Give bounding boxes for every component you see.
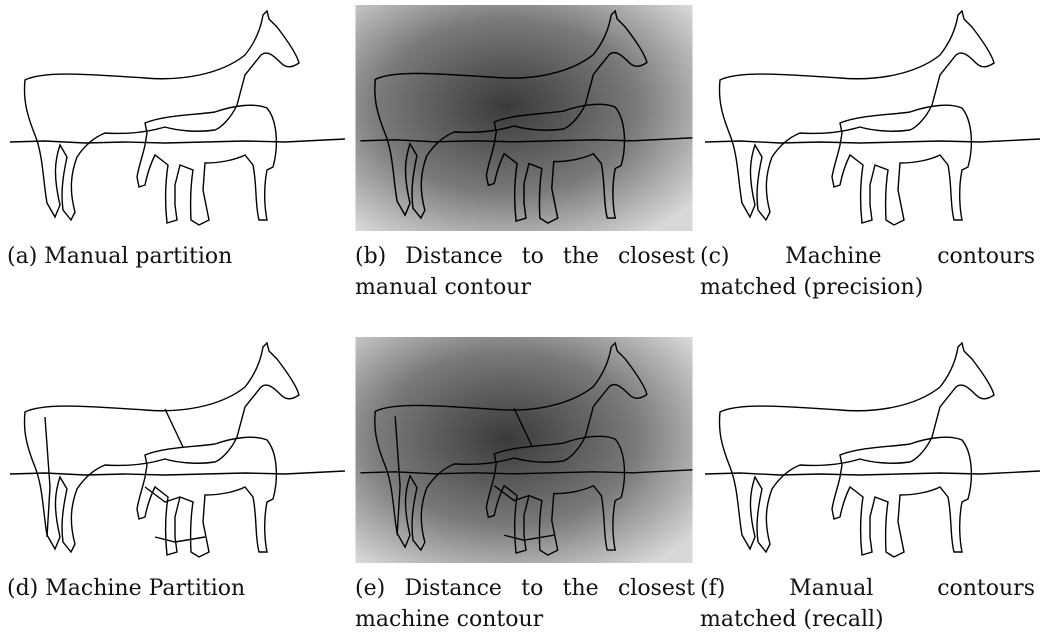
caption-line: (e) Distance to the closest — [355, 573, 695, 604]
distance-map-machine-image — [355, 337, 695, 565]
caption-f: (f) Manual contours matched (recall) — [700, 573, 1035, 635]
caption-line: manual contour — [355, 272, 695, 303]
panel-a: (a) Manual partition — [5, 5, 345, 305]
caption-line: (f) Manual contours — [700, 573, 1035, 604]
caption-line: machine contour — [355, 604, 695, 635]
panel-e: (e) Distance to the closest machine cont… — [355, 337, 695, 637]
caption-e: (e) Distance to the closest machine cont… — [355, 573, 695, 635]
machine-contours-image — [5, 337, 345, 565]
panel-f: (f) Manual contours matched (recall) — [700, 337, 1040, 637]
manual-contours-image — [5, 5, 345, 233]
caption-line: matched (precision) — [700, 272, 1035, 303]
caption-c: (c) Machine contours matched (precision) — [700, 241, 1035, 303]
caption-b: (b) Distance to the closest manual conto… — [355, 241, 695, 303]
matched-manual-contours-image — [700, 337, 1040, 565]
panel-d: (d) Machine Partition — [5, 337, 345, 637]
caption-line: (d) Machine Partition — [7, 573, 343, 604]
caption-line: (a) Manual partition — [7, 241, 343, 272]
distance-map-manual-image — [355, 5, 695, 233]
caption-line: (c) Machine contours — [700, 241, 1035, 272]
caption-line: matched (recall) — [700, 604, 1035, 635]
caption-a: (a) Manual partition — [7, 241, 343, 272]
panel-c: (c) Machine contours matched (precision) — [700, 5, 1040, 305]
caption-line: (b) Distance to the closest — [355, 241, 695, 272]
matched-machine-contours-image — [700, 5, 1040, 233]
panel-b: (b) Distance to the closest manual conto… — [355, 5, 695, 305]
caption-d: (d) Machine Partition — [7, 573, 343, 604]
